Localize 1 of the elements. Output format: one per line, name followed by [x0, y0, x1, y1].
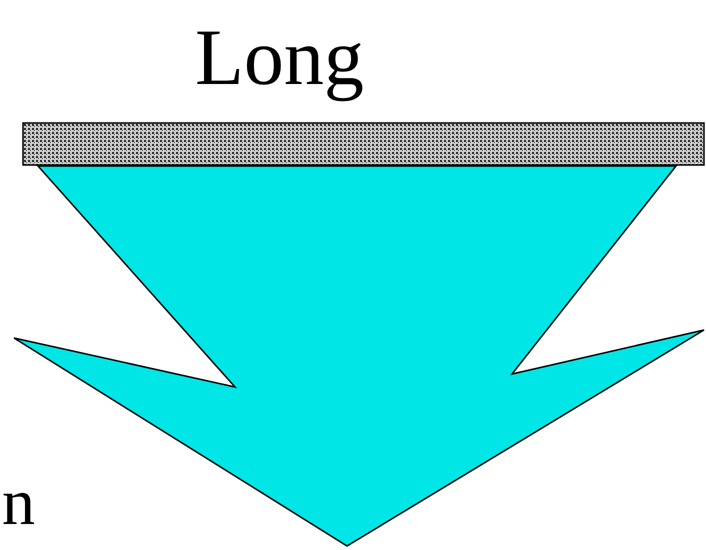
label-text: n	[2, 470, 35, 536]
